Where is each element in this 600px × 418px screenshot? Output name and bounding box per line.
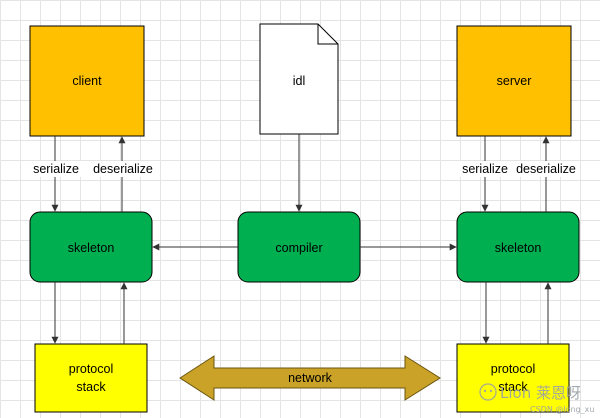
protocol-left-line1: protocol	[69, 362, 113, 376]
protocol-stack-left-node: protocol stack	[34, 343, 148, 413]
server-node: server	[456, 25, 572, 137]
serialize-left-label: serialize	[33, 162, 79, 176]
network-label: network	[288, 371, 333, 385]
skeleton-right-node: skeleton	[456, 211, 580, 283]
serialize-right-edge: serialize	[459, 136, 511, 212]
idl-label: idl	[293, 74, 306, 88]
client-node: client	[29, 25, 145, 137]
wechat-icon	[479, 383, 497, 401]
protocol-stack-right-node: protocol stack	[456, 343, 570, 413]
deserialize-right-edge: deserialize	[515, 136, 577, 212]
deserialize-right-label: deserialize	[516, 162, 576, 176]
idl-document-node: idl	[259, 23, 339, 135]
skeleton-right-label: skeleton	[495, 241, 542, 255]
server-label: server	[497, 74, 532, 88]
network-link: network	[179, 355, 441, 401]
skeleton-left-node: skeleton	[29, 211, 153, 283]
protocol-right-line2: stack	[498, 380, 528, 394]
protocol-right-line1: protocol	[491, 362, 535, 376]
watermark-source: CSDN @long_xu	[530, 405, 594, 414]
protocol-left-line2: stack	[76, 380, 106, 394]
client-label: client	[72, 74, 102, 88]
skeleton-left-label: skeleton	[68, 241, 115, 255]
compiler-label: compiler	[275, 241, 322, 255]
compiler-node: compiler	[237, 211, 361, 283]
watermark: Lion 莱恩呀 CSDN @long_xu	[479, 383, 594, 414]
serialize-right-label: serialize	[462, 162, 508, 176]
deserialize-left-label: deserialize	[93, 162, 153, 176]
deserialize-left-edge: deserialize	[92, 136, 154, 212]
serialize-left-edge: serialize	[30, 136, 82, 212]
watermark-brand: Lion 莱恩呀	[500, 384, 581, 402]
